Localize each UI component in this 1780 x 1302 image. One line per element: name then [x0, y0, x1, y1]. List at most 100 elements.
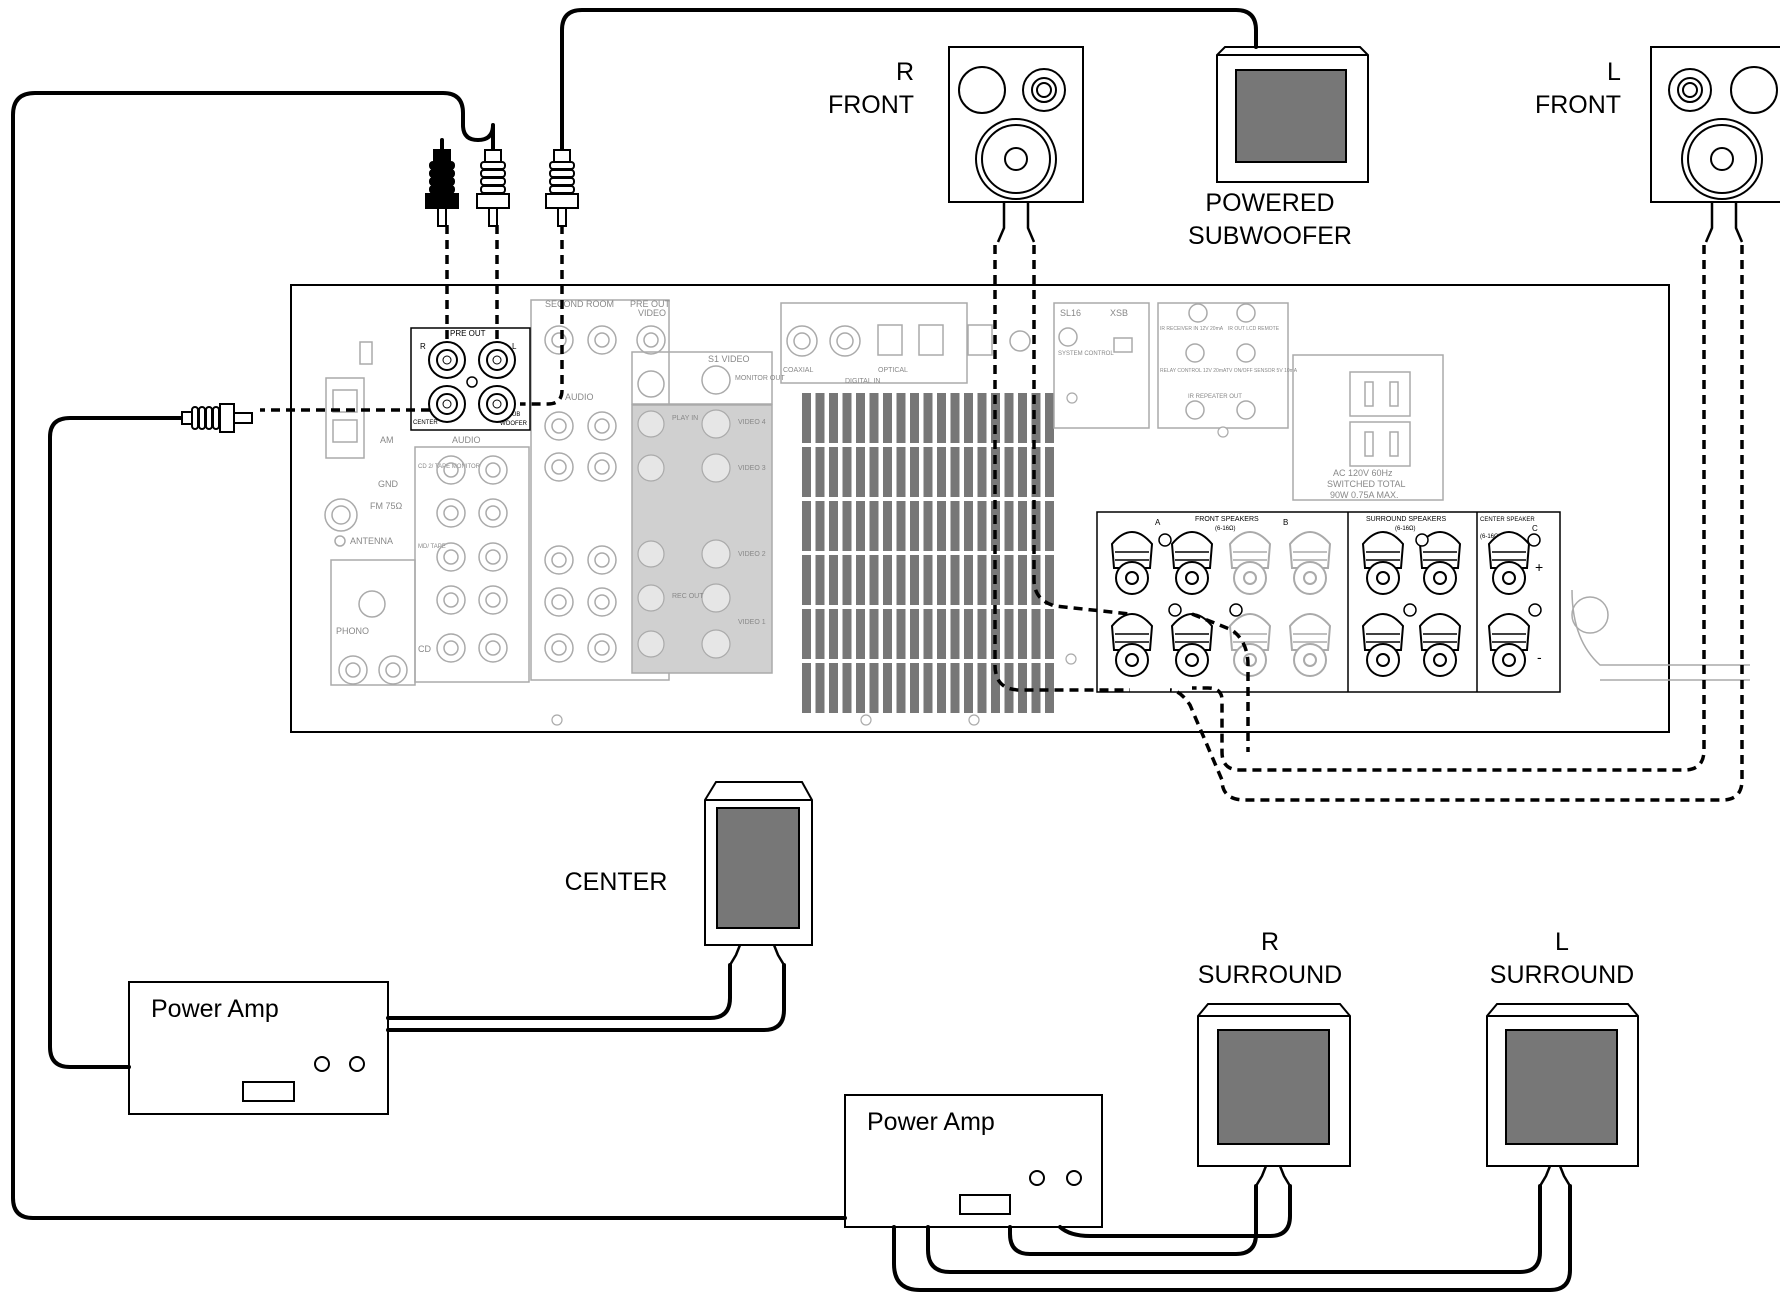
- vent-slot: [802, 447, 811, 497]
- vent-grille: [802, 393, 1054, 713]
- rca-plugs: [181, 149, 579, 433]
- ac-line-2: SWITCHED TOTAL: [1327, 479, 1406, 489]
- vent-slot: [842, 447, 852, 497]
- vent-slot: [937, 393, 946, 443]
- binding-post: [1288, 613, 1332, 677]
- vent-slot: [1018, 501, 1027, 551]
- vent-slot: [883, 447, 892, 497]
- vent-slot: [829, 555, 838, 605]
- front-speakers-label: FRONT SPEAKERS: [1195, 516, 1259, 523]
- phono-section: PHONO: [330, 559, 416, 686]
- vent-slot: [829, 447, 838, 497]
- vent-slot: [856, 501, 865, 551]
- binding-post: [1228, 531, 1272, 595]
- c-label: C: [1532, 524, 1538, 533]
- binding-post: [1361, 613, 1405, 677]
- r-surround-label-2: SURROUND: [1198, 961, 1342, 989]
- terminal-screw: [1528, 603, 1542, 617]
- vent-slot: [815, 501, 825, 551]
- surround-amp-input-cable: [11, 91, 847, 1220]
- vent-slot: [802, 393, 811, 443]
- binding-post: [1170, 613, 1214, 677]
- sub-label: SUB: [508, 412, 520, 418]
- vent-slot: [910, 393, 919, 443]
- vent-slot: [991, 501, 1000, 551]
- plus-label: +: [1535, 559, 1543, 575]
- vent-slot: [923, 609, 933, 659]
- vent-slot: [1045, 555, 1054, 605]
- b-label: B: [1283, 518, 1288, 527]
- vent-slot: [896, 447, 906, 497]
- vent-slot: [1004, 447, 1014, 497]
- vent-slot: [829, 393, 838, 443]
- vent-slot: [883, 393, 892, 443]
- vent-slot: [977, 555, 987, 605]
- l-front-label-2: FRONT: [1535, 91, 1621, 119]
- binding-post: [1110, 531, 1154, 595]
- binding-post: [1288, 531, 1332, 595]
- vent-slot: [896, 555, 906, 605]
- video3-label: VIDEO 3: [738, 465, 766, 472]
- vent-slot: [802, 555, 811, 605]
- pre-out-block: PRE OUT R L CENTER SUB WOOFER: [410, 327, 531, 431]
- vent-slot: [910, 447, 919, 497]
- vent-slot: [1045, 663, 1054, 713]
- fm-label: FM 75Ω: [370, 501, 403, 511]
- vent-slot: [1045, 609, 1054, 659]
- woofer-label: WOOFER: [500, 421, 528, 427]
- power-amp-2: [844, 1094, 1103, 1228]
- binding-post: [1110, 613, 1154, 677]
- ac-line-1: AC 120V 60Hz: [1333, 468, 1393, 478]
- l-front-label-1: L: [1607, 58, 1621, 86]
- ir-out-label: IR OUT LCD REMOTE: [1228, 326, 1280, 332]
- digital-in-label: DIGITAL IN: [845, 378, 880, 385]
- binding-post: [1487, 531, 1531, 595]
- video-label: VIDEO: [638, 308, 666, 318]
- vent-slot: [869, 447, 879, 497]
- ir-receiver-label: IR RECEIVER IN 12V 20mA: [1160, 326, 1224, 332]
- rca-plug: [181, 403, 253, 433]
- vent-slot: [923, 501, 933, 551]
- vent-slot: [842, 555, 852, 605]
- sl16-label: SL16: [1060, 308, 1081, 318]
- ac-outlets: AC 120V 60Hz SWITCHED TOTAL 90W 0.75A MA…: [1292, 354, 1444, 501]
- vent-slot: [950, 393, 960, 443]
- receiver-rear-panel: AM GND FM 75Ω ANTENNA PHONO AUDIO CD 2/ …: [290, 284, 1750, 733]
- digital-inputs: COAXIAL OPTICAL DIGITAL IN: [780, 302, 1031, 385]
- xsb-label: XSB: [1110, 308, 1128, 318]
- vent-slot: [869, 663, 879, 713]
- vent-slot: [937, 609, 946, 659]
- vent-slot: [1031, 447, 1041, 497]
- center-ohms-label: (6-16Ω): [1480, 534, 1501, 540]
- l-surround-label-1: L: [1555, 928, 1569, 956]
- l-surround-speaker: [1486, 1003, 1639, 1167]
- vent-slot: [802, 609, 811, 659]
- system-control: SL16 XSB SYSTEM CONTROL: [1053, 302, 1150, 429]
- vent-slot: [977, 393, 987, 443]
- center-amp-input-cable: [48, 416, 184, 1069]
- vent-slot: [910, 501, 919, 551]
- vent-slot: [856, 609, 865, 659]
- rca-plug: [476, 149, 510, 227]
- vent-slot: [829, 663, 838, 713]
- vent-slot: [829, 609, 838, 659]
- vent-slot: [910, 555, 919, 605]
- subwoofer-label-2: SUBWOOFER: [1188, 222, 1352, 250]
- optical-label: OPTICAL: [878, 367, 908, 374]
- ac-line-3: 90W 0.75A MAX.: [1330, 490, 1399, 500]
- vent-slot: [977, 663, 987, 713]
- vent-slot: [869, 501, 879, 551]
- terminal-screw: [1158, 533, 1172, 547]
- r-surround-cable-1: [1008, 1184, 1258, 1256]
- l-surround-label-2: SURROUND: [1490, 961, 1634, 989]
- center-label: CENTER: [565, 868, 668, 896]
- power-amp-2-label: Power Amp: [867, 1108, 995, 1136]
- vent-slot: [964, 609, 973, 659]
- vent-slot: [950, 609, 960, 659]
- binding-post: [1487, 613, 1531, 677]
- terminal-screw: [1415, 533, 1429, 547]
- r-front-speaker: [948, 46, 1084, 203]
- antenna-section: AM GND FM 75Ω ANTENNA: [324, 377, 403, 547]
- l-surround-cable-1: [892, 1184, 1572, 1292]
- vent-slot: [883, 501, 892, 551]
